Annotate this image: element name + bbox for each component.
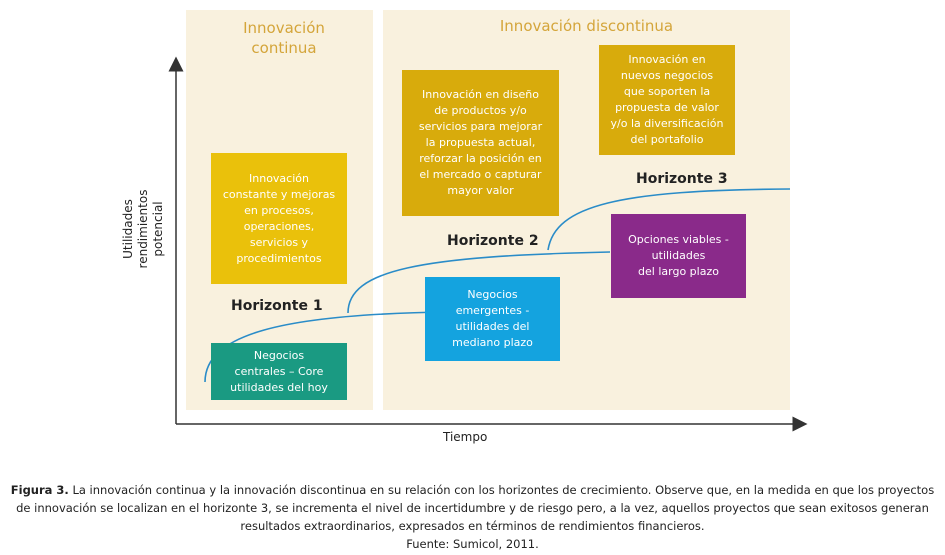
new-business-innovation-box: Innovación en nuevos negocios que soport… <box>599 45 735 155</box>
discontinuous-panel-title: Innovación discontinua <box>499 17 674 35</box>
figure-label: Figura 3. <box>10 483 69 497</box>
viable-options-text: Opciones viables - utilidades del largo … <box>628 233 729 278</box>
horizon-2-label: Horizonte 2 <box>447 233 539 249</box>
horizon-3-curve <box>547 188 791 251</box>
core-business-box: Negocios centrales – Core utilidades del… <box>211 343 347 400</box>
horizon-2-curve <box>347 251 611 314</box>
continuous-improvement-text: Innovación constante y mejoras en proces… <box>222 171 336 265</box>
emerging-business-box: Negocios emergentes - utilidades del med… <box>425 277 560 361</box>
caption-source: Fuente: Sumicol, 2011. <box>406 537 539 551</box>
y-axis-label: Utilidades rendimientos potencial <box>121 189 165 269</box>
x-axis-label: Tiempo <box>443 430 488 444</box>
horizon-1-curve <box>204 311 451 383</box>
new-business-innovation-text: Innovación en nuevos negocios que soport… <box>610 53 724 146</box>
emerging-business-text: Negocios emergentes - utilidades del med… <box>452 288 533 349</box>
caption-text: La innovación continua y la innovación d… <box>16 483 935 533</box>
horizons-diagram <box>168 56 808 432</box>
horizon-3-label: Horizonte 3 <box>636 171 728 187</box>
figure-caption: Figura 3. La innovación continua y la in… <box>10 481 935 553</box>
design-innovation-box: Innovación en diseño de productos y/o se… <box>402 70 559 216</box>
continuous-panel-title: Innovación continua <box>243 19 325 57</box>
continuous-improvement-box: Innovación constante y mejoras en proces… <box>211 153 347 284</box>
viable-options-box: Opciones viables - utilidades del largo … <box>611 214 746 298</box>
horizon-1-label: Horizonte 1 <box>231 298 323 314</box>
design-innovation-text: Innovación en diseño de productos y/o se… <box>418 88 543 197</box>
core-business-text: Negocios centrales – Core utilidades del… <box>230 348 328 394</box>
